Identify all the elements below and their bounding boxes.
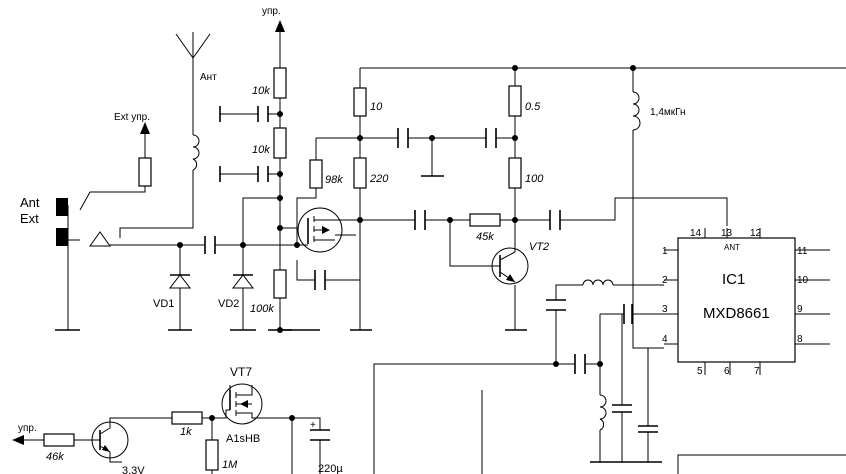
- capacitor-source: [314, 270, 326, 290]
- label-l-14: 1,4мкГн: [650, 107, 686, 118]
- capacitor-match-shunt: [546, 299, 566, 311]
- capacitors: [204, 106, 658, 474]
- capacitor-upper-bias: [257, 106, 269, 122]
- diode-vd2: [231, 274, 255, 289]
- capacitor-output: [549, 210, 561, 230]
- capacitor-pin3: [623, 304, 633, 324]
- capacitor-bridge-left: [397, 128, 409, 148]
- label-c-220u: 220µ: [318, 463, 343, 474]
- label-r-05: 0.5: [525, 101, 541, 113]
- ic-pin-3: 3: [662, 304, 668, 315]
- label-vt7: VT7: [230, 365, 252, 379]
- inductor-antenna: [192, 134, 200, 171]
- capacitor-220u: [310, 429, 330, 441]
- resistors: [43, 67, 522, 471]
- label-r-46k: 46k: [46, 451, 64, 463]
- resistor-10k-upper: [273, 67, 287, 99]
- resistor-45k: [469, 213, 501, 227]
- resistor-10: [353, 87, 367, 117]
- label-r-10k-1: 10k: [252, 85, 270, 97]
- label-upr-bottom: упр.: [18, 423, 37, 434]
- capacitor-ground-1: [612, 404, 632, 413]
- label-v33: 3,3V: [122, 465, 145, 474]
- ic-pin-1: 1: [662, 246, 668, 257]
- ic-pin-14: 14: [690, 228, 702, 239]
- ic-pin-5: 5: [697, 366, 703, 377]
- capacitor-bridge-right: [485, 128, 497, 148]
- label-r-10: 10: [370, 101, 383, 113]
- ic-part: MXD8661: [703, 305, 770, 322]
- ic-pin-10: 10: [797, 275, 809, 286]
- capacitor-ground-2: [638, 425, 658, 433]
- label-ant-coil: Ант: [200, 72, 217, 83]
- resistor-100k: [273, 269, 287, 299]
- label-ext: Ext: [20, 211, 39, 226]
- label-vd2: VD2: [218, 298, 239, 310]
- transistor-lower-left: [91, 421, 129, 459]
- label-vd1: VD1: [153, 298, 174, 310]
- ic-pin-13: 13: [721, 228, 733, 239]
- ic1-chip: [677, 237, 796, 363]
- junction-dots: [177, 65, 636, 421]
- diodes: [168, 274, 255, 289]
- label-r-1k: 1k: [180, 426, 192, 438]
- inductor-match-series: [582, 279, 614, 286]
- text-labels: упр. Ант Ext упр. Ant Ext упр. 10k 10k 9…: [18, 6, 809, 474]
- capacitor-drain: [414, 210, 426, 230]
- ic-pin-12: 12: [750, 228, 762, 239]
- mosfet-main: [297, 207, 343, 253]
- label-r-100k: 100k: [250, 303, 274, 315]
- capacitor-input: [204, 236, 216, 254]
- label-vt2: VT2: [529, 241, 549, 253]
- ic-pin-2: 2: [662, 275, 668, 286]
- upr-top-arrow: [275, 20, 285, 32]
- label-r-98k: 98k: [325, 174, 343, 186]
- transistor-vt7: [221, 383, 263, 425]
- resistor-ext-upr: [138, 157, 152, 187]
- capacitor-lower-bias: [257, 166, 269, 182]
- ic-pin-11: 11: [797, 246, 808, 257]
- inductors: [192, 91, 641, 431]
- label-plus: +: [310, 420, 316, 431]
- inductor-1-4uh: [632, 91, 641, 131]
- resistor-0-5: [508, 85, 522, 117]
- label-ant: Ant: [20, 195, 40, 210]
- label-r-1m: 1M: [222, 459, 238, 471]
- label-r-10k-2: 10k: [252, 144, 270, 156]
- transistor-vt2: [491, 247, 529, 285]
- resistor-100: [508, 157, 522, 189]
- label-a1shb: A1sHB: [226, 433, 260, 445]
- diode-vd1: [168, 274, 192, 289]
- ic-pin-7: 7: [754, 366, 760, 377]
- upr-bottom-arrow: [12, 435, 24, 445]
- antenna-icon: [175, 32, 211, 59]
- capacitor-match-series: [574, 354, 586, 374]
- ic-pin-9: 9: [797, 304, 803, 315]
- resistor-220: [353, 157, 367, 189]
- ant-ext-connector: [56, 198, 111, 247]
- resistor-46k: [43, 433, 75, 447]
- arrows: [12, 20, 285, 445]
- ic-pin-6: 6: [724, 366, 730, 377]
- resistor-10k-lower: [273, 127, 287, 159]
- label-r-100: 100: [525, 173, 544, 185]
- resistor-1k: [171, 411, 203, 425]
- resistor-1m: [205, 439, 219, 471]
- inductor-match-shunt: [599, 394, 607, 431]
- resistor-98k: [309, 159, 323, 189]
- ic-pin-4: 4: [662, 334, 668, 345]
- label-r-220: 220: [369, 173, 389, 185]
- ground-symbols: [55, 106, 527, 331]
- label-r-45k: 45k: [476, 231, 494, 243]
- ic-pin-8: 8: [797, 334, 803, 345]
- ic-name: IC1: [722, 271, 745, 288]
- label-upr-top: упр.: [262, 6, 281, 17]
- ext-upr-arrow: [140, 122, 150, 134]
- ic-ant-pin: ANT: [724, 243, 740, 252]
- label-ext-upr: Ext упр.: [114, 112, 150, 123]
- wires: [20, 30, 846, 474]
